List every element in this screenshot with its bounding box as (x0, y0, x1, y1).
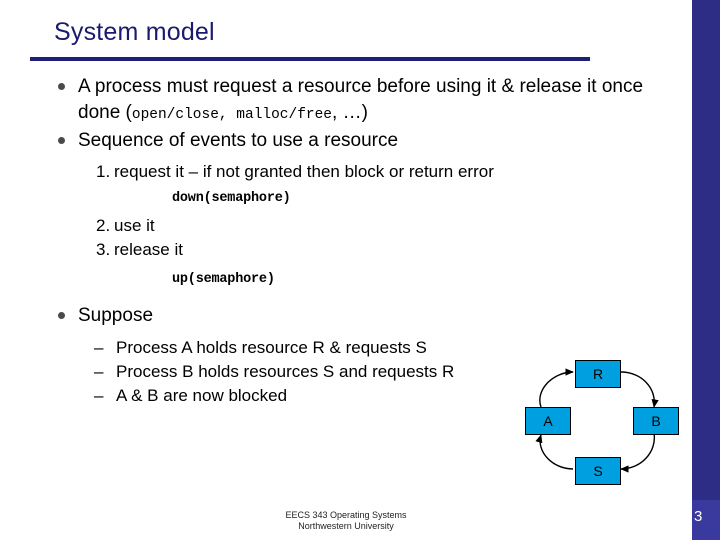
bullet-item-sequence: Sequence of events to use a resource (54, 128, 664, 154)
page-number: 3 (694, 508, 703, 525)
bullet-dot-icon (58, 312, 65, 320)
slide-footer: EECS 343 Operating Systems Northwestern … (0, 510, 692, 533)
step-number: 3. (96, 239, 111, 259)
list-item-suppose-3: – A & B are now blocked (94, 384, 664, 408)
suppose-text: Process A holds resource R & requests S (116, 337, 427, 357)
bullet-dot-icon (58, 137, 65, 145)
list-item-suppose-2: – Process B holds resources S and reques… (94, 360, 664, 384)
diagram-node-r: R (575, 360, 621, 388)
bullet-dot-icon (58, 83, 65, 90)
list-item-step-2: 2.use it (96, 215, 664, 238)
dash-marker-icon: – (94, 361, 104, 381)
page-title: System model (54, 18, 215, 46)
right-decorative-bar-bottom (692, 500, 720, 540)
list-item-suppose-1: – Process A holds resource R & requests … (94, 336, 664, 360)
diagram-node-s: S (575, 457, 621, 485)
step-text: use it (114, 215, 155, 235)
footer-institution: Northwestern University (298, 521, 394, 532)
diagram-node-a: A (525, 407, 571, 435)
bullet-text-sequence: Sequence of events to use a resource (78, 130, 399, 152)
dash-marker-icon: – (94, 337, 104, 357)
footer-course: EECS 343 Operating Systems (285, 510, 407, 520)
code-up-semaphore: up(semaphore) (172, 272, 275, 288)
deadlock-cycle-diagram: R A B S (515, 352, 680, 497)
list-item-step-1: 1.request it – if not granted then block… (96, 161, 664, 184)
suppose-text: Process B holds resources S and requests… (116, 361, 455, 381)
right-decorative-bar-top (692, 0, 720, 500)
step-number: 2. (96, 215, 111, 235)
spacer (54, 295, 664, 303)
bullet-item-request-release: A process must request a resource before… (54, 74, 664, 126)
diagram-node-b: B (633, 407, 679, 435)
step-number: 1. (96, 161, 111, 181)
dash-marker-icon: – (94, 385, 104, 405)
code-down-semaphore: down(semaphore) (172, 190, 291, 206)
bullet-text-part1: A process must request a resource before… (78, 76, 644, 124)
step-text: request it – if not granted then block o… (114, 161, 494, 181)
bullet-text-code: open/close, malloc/free (131, 107, 333, 124)
bullet-text-suppose: Suppose (78, 305, 154, 327)
suppose-list: – Process A holds resource R & requests … (54, 336, 664, 408)
title-divider (30, 57, 590, 61)
bullet-item-suppose: Suppose (54, 303, 664, 329)
steps-list: 1.request it – if not granted then block… (54, 161, 664, 288)
suppose-text: A & B are now blocked (116, 385, 288, 405)
step-text: release it (114, 239, 183, 259)
diagram-arrows (535, 368, 659, 473)
list-item-step-3: 3.release it (96, 239, 664, 262)
slide-body: A process must request a resource before… (54, 74, 664, 408)
bullet-text-part2: , …) (332, 102, 368, 124)
